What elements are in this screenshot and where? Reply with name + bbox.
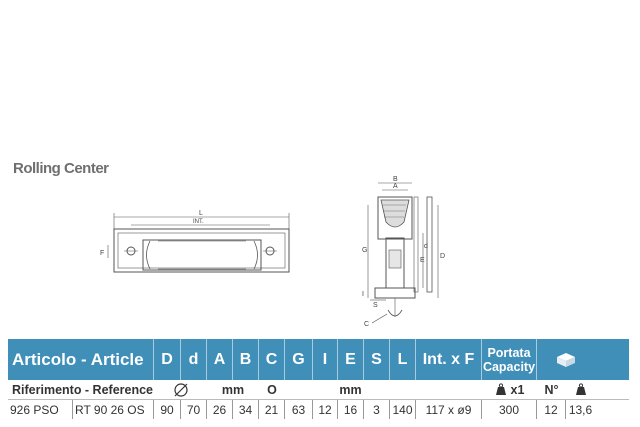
cell-g: 63: [285, 400, 313, 419]
dim-label-d-upper: D: [440, 253, 445, 260]
diameter-icon: [173, 382, 188, 397]
table-row: 926 PSO RT 90 26 OS 90 70 26 34 21 63 12…: [8, 400, 629, 419]
kg-weight-icon: [495, 383, 506, 395]
dim-label-s: S: [373, 302, 378, 309]
header-e: E: [338, 339, 364, 380]
dim-label-i: I: [362, 291, 364, 298]
kg-weight-icon: [575, 383, 586, 395]
cell-weight: 13,6: [568, 402, 593, 417]
reference-label: Riferimento - Reference: [12, 382, 154, 397]
dim-label-f: F: [100, 250, 104, 257]
dim-label-d-lower: d: [424, 243, 428, 250]
cell-capacity: 300: [482, 400, 537, 419]
unit-mm-gl: mm: [339, 382, 362, 397]
header-capacity-line1: Portata: [487, 345, 531, 360]
header-d-inner: d: [181, 339, 207, 380]
unit-c: O: [267, 382, 277, 397]
header-b: B: [233, 339, 259, 380]
header-capacity: Portata Capacity: [482, 339, 537, 380]
header-l: L: [390, 339, 416, 380]
cell-code: 926 PSO: [8, 400, 73, 419]
header-d-outer: D: [154, 339, 181, 380]
dim-label-g: G: [362, 247, 367, 254]
table-header: Articolo - Article D d A B C G I E S L I…: [8, 339, 629, 380]
cell-c: 21: [259, 400, 285, 419]
header-package: [537, 339, 595, 380]
cell-i: 12: [313, 400, 338, 419]
capacity-unit: x1: [482, 380, 537, 399]
cell-s: 3: [364, 400, 390, 419]
unit-int-f: [416, 380, 482, 399]
side-view-body: [113, 228, 290, 273]
technical-drawing: L INT. F B A G E D d I S C: [100, 176, 445, 328]
cell-b: 34: [233, 400, 259, 419]
cell-d-outer: 90: [154, 400, 181, 419]
cell-int-f: 117 x ø9: [416, 400, 482, 419]
header-int-f: Int. x F: [416, 339, 482, 380]
header-a: A: [207, 339, 233, 380]
header-g: G: [285, 339, 313, 380]
units-row: Riferimento - Reference mm O mm x1 N°: [8, 380, 629, 400]
dim-label-b: B: [393, 176, 398, 183]
capacity-multiplier: x1: [510, 382, 525, 397]
unit-mm-ab: mm: [221, 382, 245, 397]
header-i: I: [313, 339, 338, 380]
diameter-unit: [154, 380, 207, 399]
dim-label-c: C: [364, 321, 369, 328]
box-icon: [557, 352, 575, 367]
dim-label-a: A: [393, 183, 398, 190]
dim-label-e: E: [420, 257, 425, 264]
spec-table: Articolo - Article D d A B C G I E S L I…: [8, 339, 629, 419]
header-capacity-line2: Capacity: [482, 359, 536, 374]
cell-ref: RT 90 26 OS: [73, 400, 154, 419]
header-s: S: [364, 339, 390, 380]
cell-a: 26: [207, 400, 233, 419]
dim-label-int: INT.: [193, 219, 204, 225]
dim-label-l: L: [199, 210, 203, 217]
cell-d-inner: 70: [181, 400, 207, 419]
cell-e: 16: [338, 400, 364, 419]
cell-pieces: 12: [537, 400, 566, 419]
section-view: [367, 182, 439, 324]
pieces-unit: N°: [544, 382, 559, 397]
header-c: C: [259, 339, 285, 380]
cell-l: 140: [390, 400, 416, 419]
brand-logo: Rolling Center: [13, 160, 109, 177]
header-article: Articolo - Article: [8, 339, 154, 380]
weight-unit: [566, 380, 595, 399]
side-view: [107, 213, 290, 273]
